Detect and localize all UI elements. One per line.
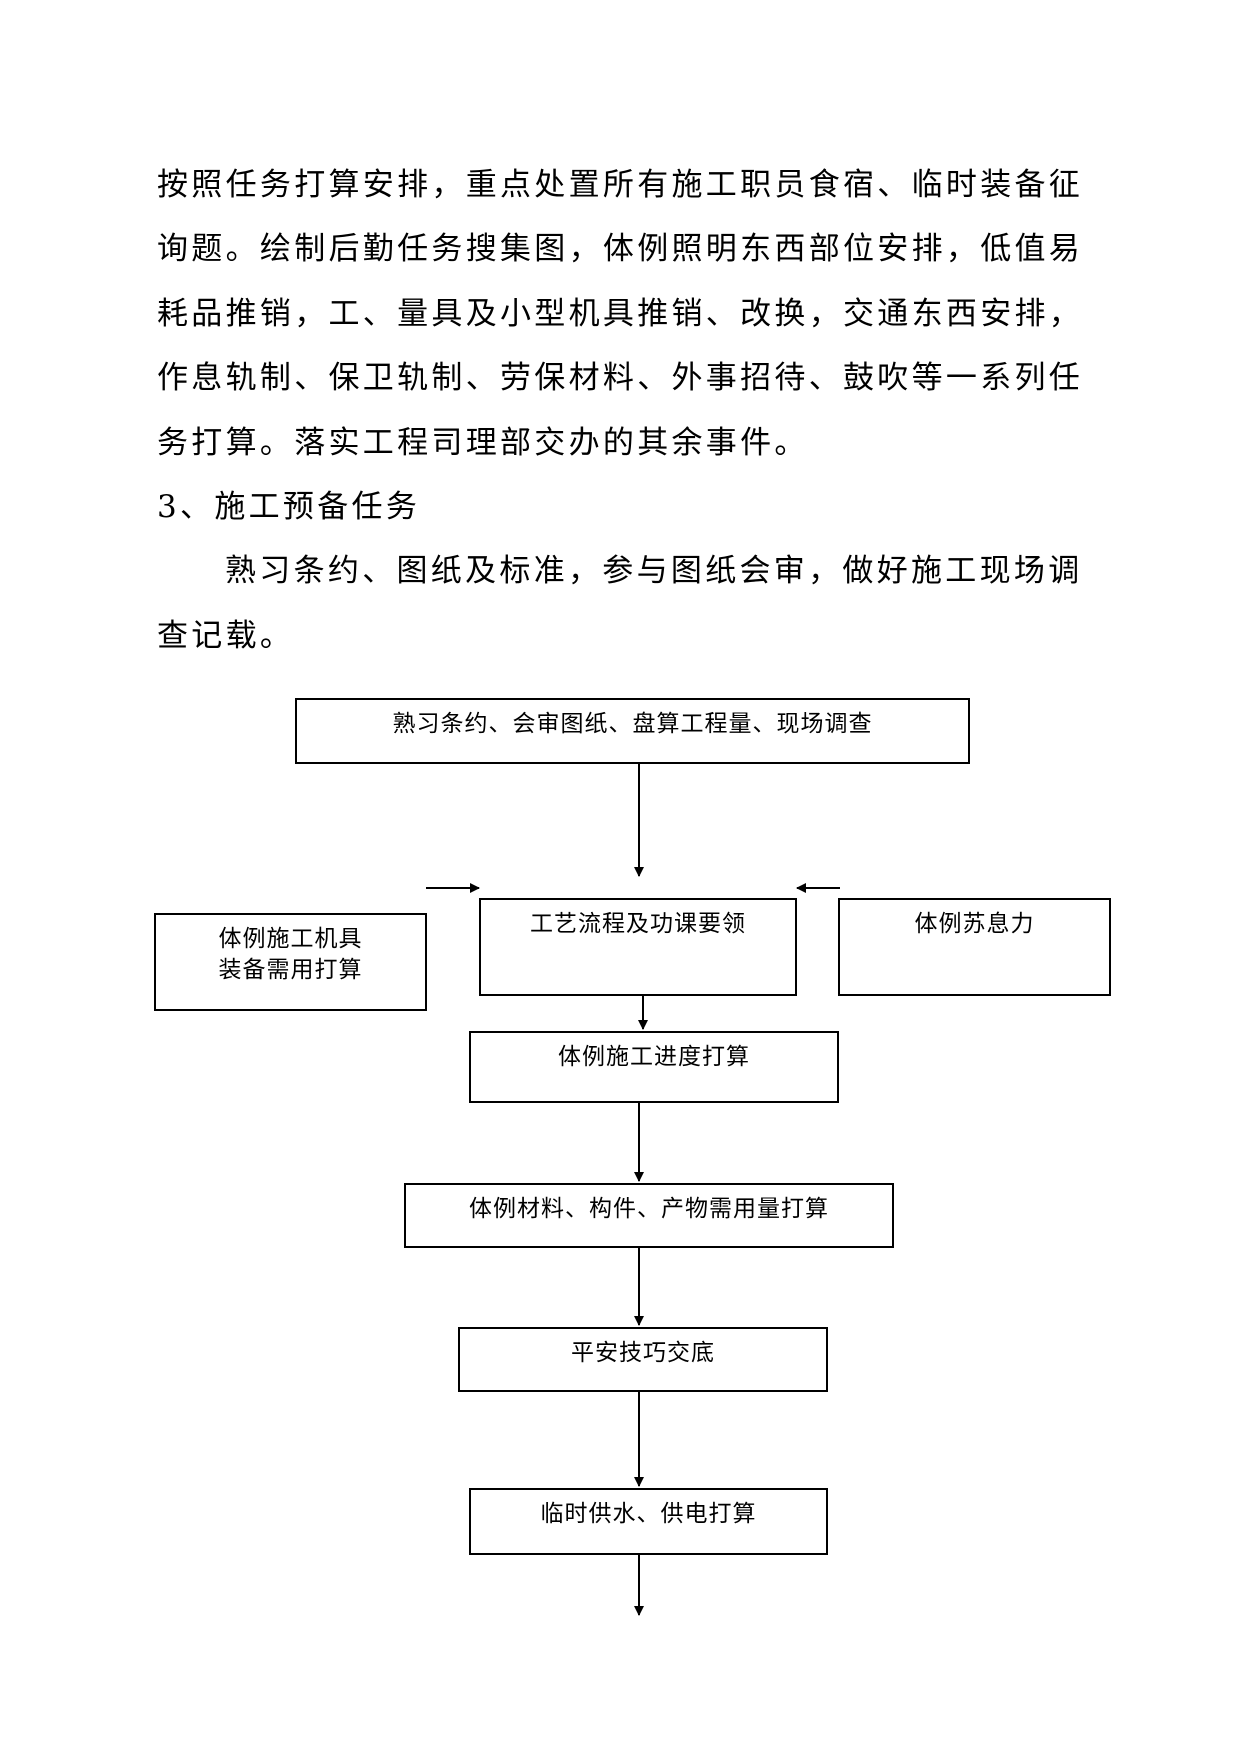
flow-box-process-label: 工艺流程及功课要领: [530, 911, 746, 937]
flow-box-schedule: 体例施工进度打算: [469, 1031, 839, 1103]
paragraph-line-1: 按照任务打算安排，重点处置所有施工职员食宿、临时装备征: [157, 167, 1084, 203]
flow-box-equipment-label-1: 体例施工机具: [218, 926, 363, 952]
paragraph-line-4: 作息轨制、保卫轨制、劳保材料、外事招待、鼓吹等一系列任: [157, 360, 1084, 396]
section-heading: 3、施工预备任务: [157, 489, 421, 525]
flow-box-review-label: 熟习条约、会审图纸、盘算工程量、现场调查: [392, 711, 873, 737]
paragraph-line-5: 务打算。落实工程司理部交办的其余事件。: [157, 425, 809, 461]
flow-box-labor-label: 体例苏息力: [914, 911, 1035, 937]
paragraph-line-3: 耗品推销，工、量具及小型机具推销、改换，交通东西安排，: [157, 296, 1084, 332]
paragraph-line-2: 询题。绘制后勤任务搜集图，体例照明东西部位安排，低值易: [157, 231, 1084, 267]
flow-box-equipment-label-2: 装备需用打算: [218, 957, 363, 983]
flow-box-safety: 平安技巧交底: [458, 1327, 828, 1392]
flow-box-process: 工艺流程及功课要领: [479, 898, 797, 996]
intro-line-2: 查记载。: [157, 618, 295, 654]
flow-box-utilities-label: 临时供水、供电打算: [540, 1501, 757, 1527]
flow-box-schedule-label: 体例施工进度打算: [558, 1044, 750, 1070]
flow-box-utilities: 临时供水、供电打算: [469, 1488, 828, 1555]
intro-line-1: 熟习条约、图纸及标准，参与图纸会审，做好施工现场调: [225, 553, 1083, 589]
flow-box-equipment: 体例施工机具 装备需用打算: [154, 913, 427, 1011]
flow-box-materials-label: 体例材料、构件、产物需用量打算: [469, 1196, 829, 1222]
flow-box-safety-label: 平安技巧交底: [571, 1340, 715, 1366]
flow-box-labor: 体例苏息力: [838, 898, 1111, 996]
flow-box-materials: 体例材料、构件、产物需用量打算: [404, 1183, 894, 1248]
flow-box-review: 熟习条约、会审图纸、盘算工程量、现场调查: [295, 698, 970, 764]
